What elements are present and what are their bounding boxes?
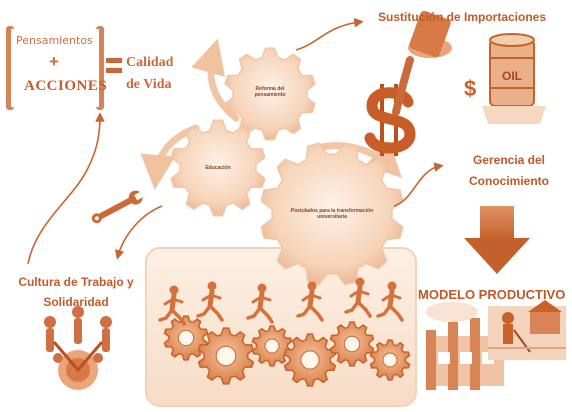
calidad-de-vida-label: Calidad de Vida — [126, 52, 182, 96]
acciones-label: ACCIONES — [24, 78, 108, 94]
sustitucion-label: Sustitución de Importaciones — [378, 10, 547, 24]
workers-illustration — [158, 277, 404, 326]
equals-icon — [106, 58, 122, 74]
gerencia-line1: Gerencia del — [472, 153, 546, 167]
small-gear — [197, 327, 255, 385]
small-gear-0-hub — [177, 329, 195, 347]
arrow-to-gerencia — [393, 162, 444, 207]
de-vida-line: de Vida — [126, 77, 172, 92]
small-gear-5-hub — [382, 352, 398, 368]
cultura-line2: Solidaridad — [43, 295, 109, 309]
teamwork-illustration — [44, 306, 112, 390]
small-gear — [369, 339, 411, 381]
calidad-line: Calidad — [126, 55, 174, 70]
worker-figure — [246, 283, 274, 324]
left-bracket — [6, 26, 17, 110]
right-bracket — [93, 26, 104, 110]
small-gear — [163, 315, 209, 361]
worker-figure — [296, 281, 324, 322]
gear-educacion-body — [170, 119, 266, 217]
oil-barrel-icon: OIL — [482, 33, 546, 124]
worker-figure — [158, 285, 186, 326]
gear-reforma — [224, 47, 316, 141]
small-gear — [329, 321, 375, 367]
down-arrow-icon — [464, 206, 530, 274]
gear-educacion-label: Educación — [205, 165, 231, 171]
svg-text:$: $ — [464, 76, 476, 101]
small-gear-1-hub — [215, 345, 237, 367]
small-gear-2-hub — [264, 338, 280, 354]
cultura-line1: Cultura de Trabajo y — [18, 275, 134, 289]
pensamientos-label: Pensamientos — [16, 34, 93, 47]
gear-postulados-body — [260, 142, 404, 286]
svg-text:OIL: OIL — [502, 69, 522, 83]
plus-label: + — [49, 52, 59, 71]
gerencia-label: Gerencia del Conocimiento — [454, 150, 564, 192]
arrow-to-sustitucion — [295, 17, 364, 51]
arrow-to-formula — [27, 112, 105, 265]
formula-box: Pensamientos + ACCIONES — [6, 26, 108, 110]
small-gear — [283, 333, 337, 387]
worker-figure — [196, 281, 224, 322]
wrench-icon — [91, 190, 146, 224]
small-gear — [251, 325, 293, 367]
small-gear-4-hub — [343, 335, 361, 353]
small-gear-3-hub — [300, 350, 320, 370]
small-gears-row — [163, 315, 411, 387]
gear-postulados-label: Postulados para la transformación univer… — [290, 208, 374, 220]
gear-reforma-body — [224, 47, 316, 141]
dollar-sign-small-icon: $ — [464, 76, 476, 101]
worker-figure — [376, 281, 404, 322]
cultura-label: Cultura de Trabajo y Solidaridad — [6, 272, 146, 312]
gear-postulados — [260, 142, 404, 286]
gear-reforma-label: Reforma del pensamiento — [254, 86, 286, 98]
farmer-illustration — [488, 300, 566, 360]
modelo-productivo-label: MODELO PRODUCTIVO — [418, 287, 566, 302]
arrow-to-cultura — [114, 205, 163, 260]
oil-spill-icon — [392, 10, 452, 116]
gear-educacion — [170, 119, 266, 217]
worker-figure — [344, 277, 372, 318]
gerencia-line2: Conocimiento — [469, 174, 549, 188]
